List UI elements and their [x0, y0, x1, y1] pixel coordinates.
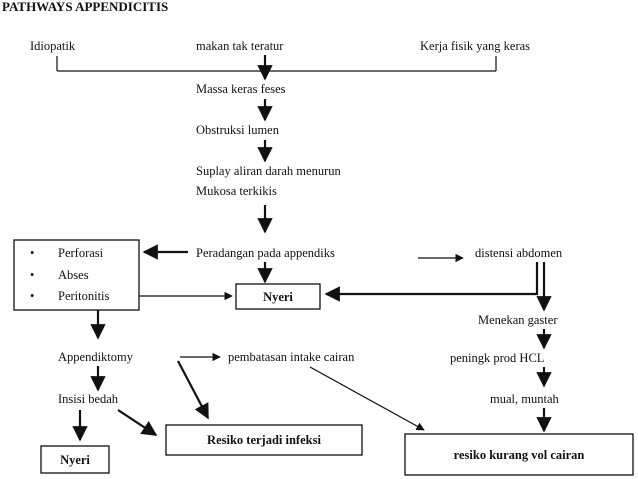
node-nyeri-center: Nyeri [263, 290, 293, 304]
node-kerja-fisik: Kerja fisik yang keras [420, 39, 530, 53]
node-menekan-gaster: Menekan gaster [478, 313, 558, 327]
arrow-distensi-to-nyeri [324, 262, 539, 302]
bullet-perforasi: • [30, 246, 34, 260]
node-mual-muntah: mual, muntah [490, 392, 559, 406]
node-nyeri-bottom: Nyeri [60, 453, 90, 467]
complication-abses: Abses [58, 268, 89, 282]
arrow-appendiktomy-to-infeksi [177, 360, 209, 420]
node-insisi-bedah: Insisi bedah [58, 392, 119, 406]
complication-peritonitis: Peritonitis [58, 289, 110, 303]
complications-box [13, 239, 140, 311]
complication-perforasi: Perforasi [58, 246, 104, 260]
node-resiko-infeksi: Resiko terjadi infeksi [207, 433, 321, 447]
arrow-pembatasan-to-cairan [309, 366, 425, 431]
diagram-title: PATHWAYS APPENDICITIS [2, 0, 168, 14]
node-distensi-abdomen: distensi abdomen [475, 246, 563, 260]
node-idiopatik: Idiopatik [30, 39, 76, 53]
arrow-insisi-to-infeksi [117, 409, 158, 436]
node-pembatasan-intake: pembatasan intake cairan [228, 350, 355, 364]
node-makan-tak-teratur: makan tak teratur [196, 39, 284, 53]
node-peradangan: Peradangan pada appendiks [196, 246, 335, 260]
bullet-abses: • [30, 268, 34, 282]
nyeri-bottom-box [40, 445, 110, 474]
node-appendiktomy: Appendiktomy [58, 350, 134, 364]
node-mukosa-terkikis: Mukosa terkikis [196, 184, 277, 198]
resiko-infeksi-box [165, 424, 363, 456]
node-obstruksi-lumen: Obstruksi lumen [196, 123, 280, 137]
node-peningk-hcl: peningk prod HCL [450, 351, 544, 365]
bullet-peritonitis: • [30, 289, 34, 303]
nyeri-center-box [235, 283, 321, 310]
node-resiko-cairan: resiko kurang vol cairan [454, 448, 585, 462]
node-suplay-darah: Suplay aliran darah menurun [196, 164, 341, 178]
node-massa-keras-feses: Massa keras feses [196, 82, 286, 96]
resiko-cairan-box [404, 433, 634, 476]
